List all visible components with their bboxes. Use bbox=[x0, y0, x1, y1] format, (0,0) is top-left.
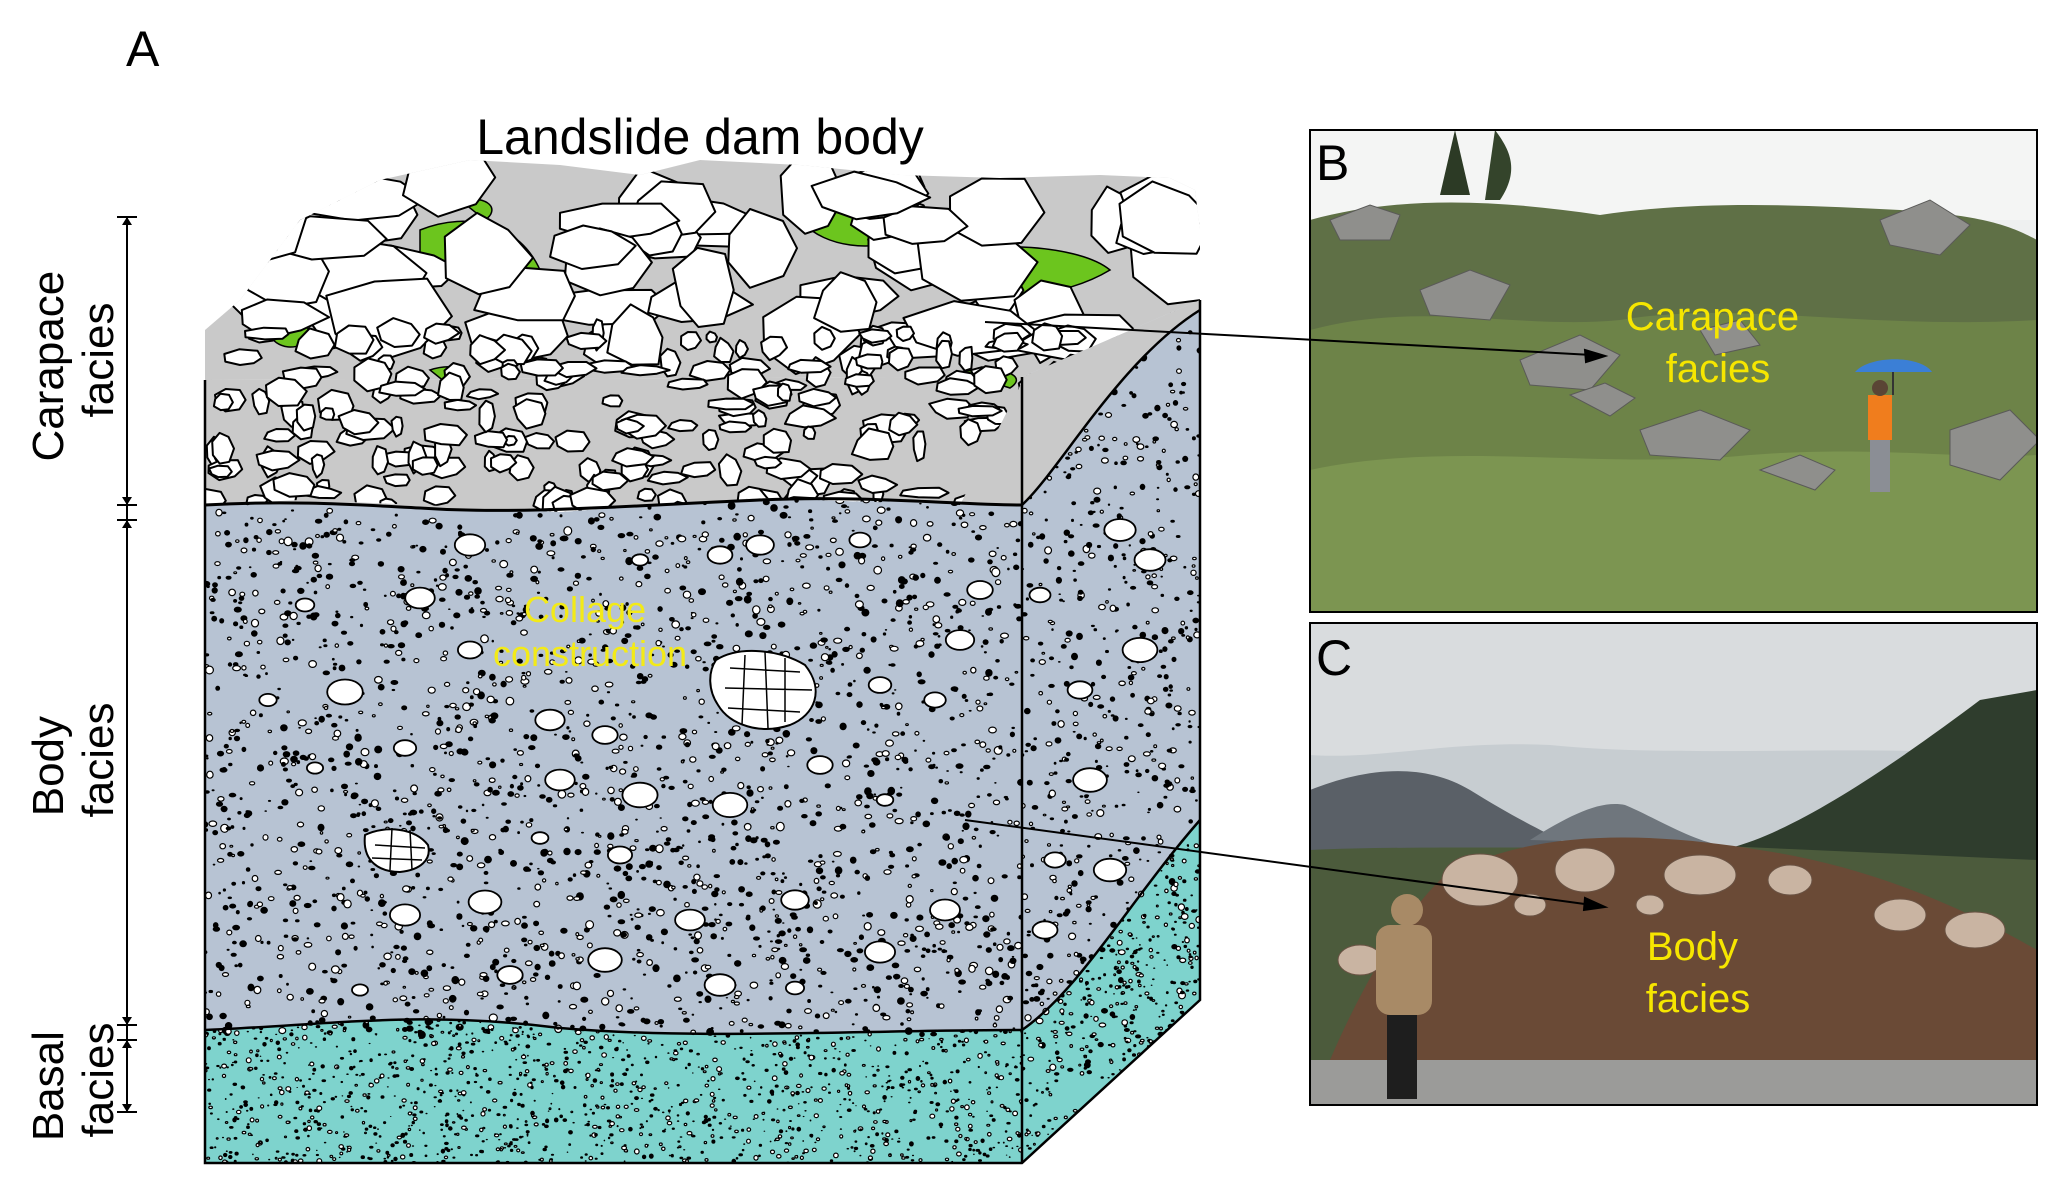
photo-b-label-line1: Carapace bbox=[1626, 295, 1799, 339]
panel-b-letter: B bbox=[1316, 135, 1349, 191]
scale-labels: Carapace facies Body facies Basal facies bbox=[24, 258, 123, 1141]
photo-b-tree bbox=[1440, 130, 1470, 195]
photo-b: Carapace facies B bbox=[1310, 130, 2037, 612]
photo-b-label-line2: facies bbox=[1666, 347, 1771, 391]
collage-clusters bbox=[363, 649, 817, 874]
scale-label-body: Body facies bbox=[24, 703, 123, 818]
photo-c: Body facies C bbox=[1310, 623, 2037, 1105]
photo-b-frame bbox=[1309, 129, 2038, 613]
photo-c-label-line1: Body bbox=[1647, 925, 1738, 969]
block-outlines bbox=[203, 300, 1202, 1165]
collage-label-line2: construction bbox=[493, 633, 687, 674]
scale-carapace-2: facies bbox=[74, 303, 123, 418]
basal-front-texture bbox=[205, 1019, 1022, 1163]
collage-label-line1: Collage bbox=[524, 589, 646, 630]
photo-c-label: Body facies bbox=[1646, 925, 1751, 1021]
photo-c-frame bbox=[1309, 622, 2038, 1106]
facies-scale bbox=[117, 216, 137, 1113]
pointer-body bbox=[964, 819, 1593, 906]
basal-side bbox=[1022, 820, 1200, 1163]
photo-c-label-line2: facies bbox=[1646, 977, 1751, 1021]
scale-body-2: facies bbox=[74, 703, 123, 818]
photo-b-rocks bbox=[1329, 199, 2037, 491]
collage-cluster-left bbox=[363, 827, 430, 874]
panel-a-title: Landslide dam body bbox=[476, 109, 924, 165]
collage-cluster-main bbox=[709, 649, 817, 730]
collage-construction-label: Collage construction bbox=[493, 589, 687, 674]
pointer-carapace bbox=[984, 321, 1593, 356]
photo-c-person bbox=[1376, 894, 1432, 1099]
scale-body-1: Body bbox=[24, 716, 73, 816]
scale-label-carapace: Carapace facies bbox=[24, 258, 123, 461]
scale-basal-2: facies bbox=[74, 1023, 123, 1138]
body-front-texture bbox=[205, 496, 1022, 1039]
photo-c-boulders bbox=[1337, 847, 2006, 976]
scale-label-basal: Basal facies bbox=[24, 1019, 123, 1141]
photo-b-person bbox=[1855, 359, 1932, 492]
panel-c-letter: C bbox=[1316, 630, 1352, 686]
pointer-lines bbox=[964, 321, 1609, 912]
panel-a-letter: A bbox=[126, 21, 160, 77]
body-clasts bbox=[258, 518, 1167, 997]
scale-carapace-1: Carapace bbox=[24, 271, 73, 462]
block-diagram: Collage construction bbox=[203, 160, 1202, 1165]
scale-basal-1: Basal bbox=[24, 1031, 73, 1141]
carapace-boulders bbox=[205, 160, 1200, 520]
photo-b-label: Carapace facies bbox=[1626, 295, 1811, 391]
